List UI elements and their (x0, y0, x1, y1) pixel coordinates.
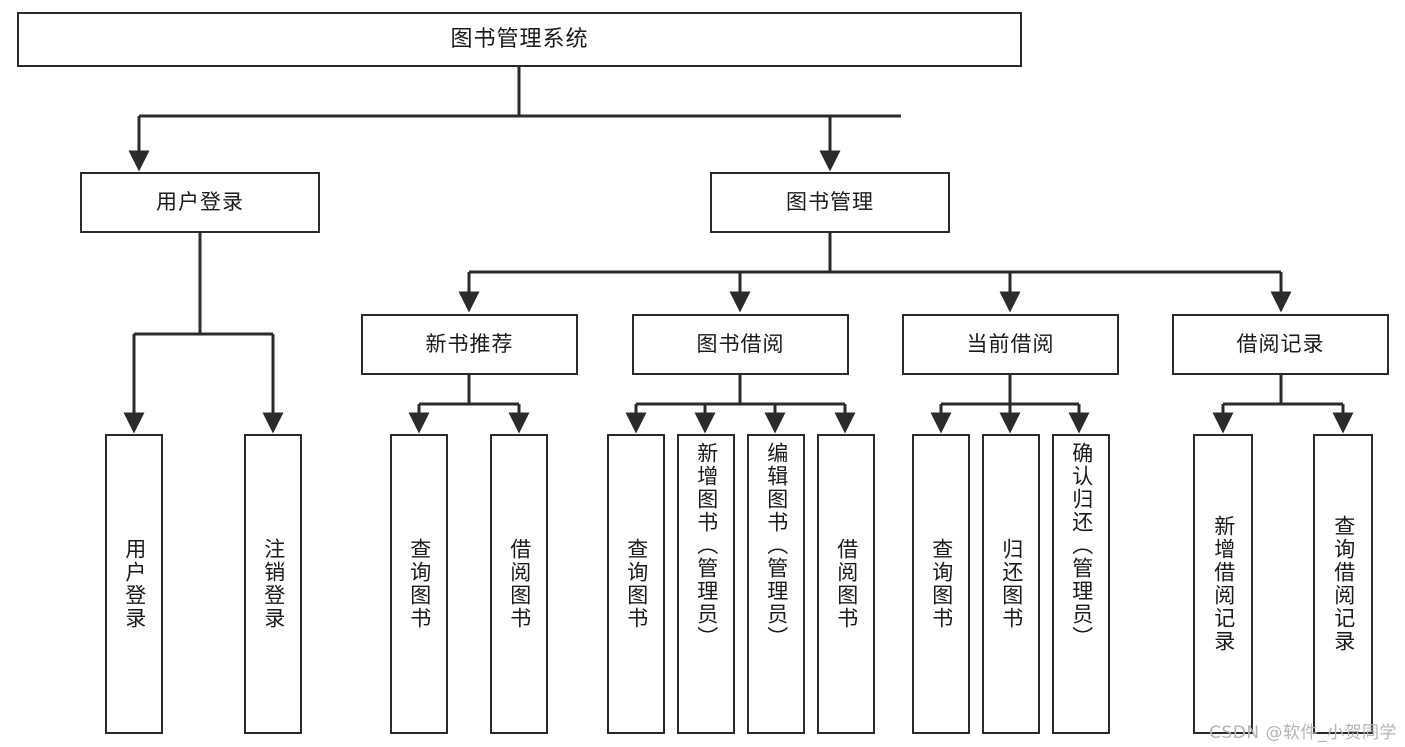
node-label: 新书推荐 (425, 332, 514, 357)
csdn-watermark: CSDN @软件_小贺同学 (1209, 723, 1397, 743)
node-label: 查询图书 (624, 538, 649, 630)
node-label: 新增借阅记录 (1211, 515, 1236, 653)
leaf-borrowrecord-query-record[interactable]: 查询借阅记录 (1313, 434, 1373, 734)
leaf-bookborrow-add-book-admin[interactable]: 新增图书（管理员） (677, 434, 735, 734)
node-label: 图书借阅 (696, 332, 785, 357)
leaf-user-login[interactable]: 用户登录 (105, 434, 163, 734)
node-label: 查询借阅记录 (1331, 515, 1356, 653)
node-label: 借阅记录 (1236, 332, 1325, 357)
node-label: 查询图书 (929, 538, 954, 630)
leaf-bookborrow-edit-book-admin[interactable]: 编辑图书（管理员） (747, 434, 805, 734)
node-label: 注销登录 (261, 538, 286, 630)
leaf-currentborrow-return-book[interactable]: 归还图书 (982, 434, 1040, 734)
leaf-newbook-borrow-book[interactable]: 借阅图书 (490, 434, 548, 734)
leaf-bookborrow-query-book[interactable]: 查询图书 (607, 434, 665, 734)
leaf-newbook-query-book[interactable]: 查询图书 (390, 434, 448, 734)
node-book-manage[interactable]: 图书管理 (710, 172, 950, 233)
node-book-borrow[interactable]: 图书借阅 (632, 314, 849, 375)
node-current-borrow[interactable]: 当前借阅 (902, 314, 1119, 375)
node-label: 查询图书 (407, 538, 432, 630)
node-label: 编辑图书（管理员） (764, 442, 789, 649)
leaf-currentborrow-query-book[interactable]: 查询图书 (912, 434, 970, 734)
node-label: 用户登录 (156, 190, 244, 215)
node-label: 当前借阅 (966, 332, 1055, 357)
node-user-login[interactable]: 用户登录 (80, 172, 320, 233)
node-label: 借阅图书 (834, 538, 859, 630)
node-new-book-recommend[interactable]: 新书推荐 (361, 314, 578, 375)
node-label: 用户登录 (122, 538, 147, 630)
node-borrow-record[interactable]: 借阅记录 (1172, 314, 1389, 375)
node-label: 图书管理 (786, 190, 874, 215)
leaf-user-logout[interactable]: 注销登录 (244, 434, 302, 734)
node-label: 确认归还（管理员） (1069, 442, 1094, 649)
leaf-currentborrow-confirm-return-admin[interactable]: 确认归还（管理员） (1052, 434, 1110, 734)
node-label: 新增图书（管理员） (694, 442, 719, 649)
node-root-system[interactable]: 图书管理系统 (17, 12, 1022, 67)
leaf-bookborrow-borrow-book[interactable]: 借阅图书 (817, 434, 875, 734)
node-label: 借阅图书 (507, 538, 532, 630)
node-label: 归还图书 (999, 538, 1024, 630)
node-label: 图书管理系统 (450, 26, 589, 52)
leaf-borrowrecord-add-record[interactable]: 新增借阅记录 (1193, 434, 1253, 734)
